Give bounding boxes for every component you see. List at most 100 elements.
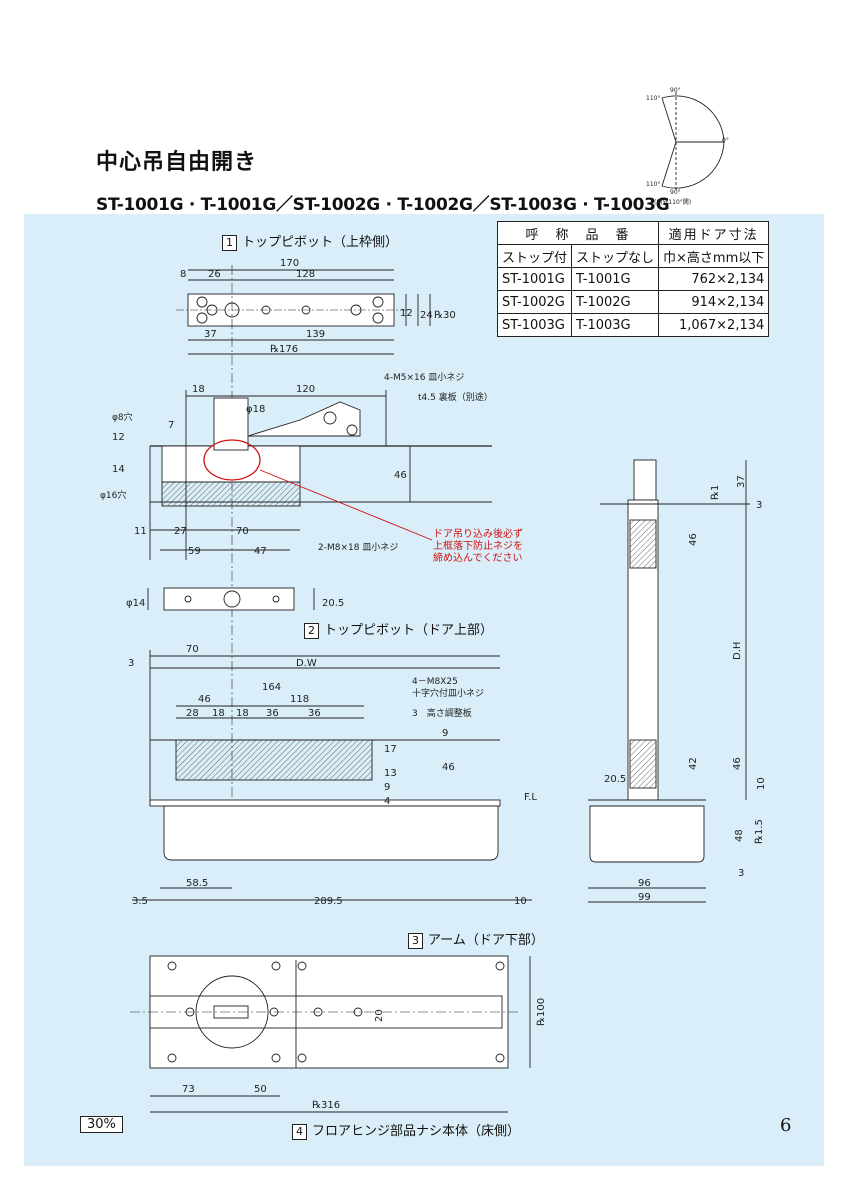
dim: ℞1.5	[754, 819, 765, 844]
dim: 18	[236, 708, 249, 719]
dim: ℞100	[536, 998, 547, 1026]
page-title: 中心吊自由開き	[96, 150, 258, 175]
dim: 18	[212, 708, 225, 719]
callout: F.L	[524, 792, 537, 803]
table-row: ST-1002G T-1002G 914×2,134	[496, 290, 770, 314]
angle-label: 0°	[722, 137, 729, 144]
dim: 139	[306, 329, 325, 340]
dim: 37	[736, 475, 747, 488]
spec-table: 呼 称 品 番 適用ドア寸法 ストップ付 ストップなし 巾×高さmm以下 ST-…	[496, 221, 770, 337]
dim: ℞316	[312, 1100, 340, 1111]
cell-size: 1,067×2,134	[658, 313, 770, 337]
dim: 20	[374, 1009, 385, 1022]
cell-nostop: T-1002G	[571, 290, 660, 314]
caption-number: 4	[292, 1124, 307, 1140]
warning-line: ドア吊り込み後必ず	[433, 529, 523, 540]
floor-hinge-plan	[130, 955, 531, 1113]
model-list: ST-1001G · T-1001G／ST-1002G · T-1002G／ST…	[96, 195, 670, 215]
swing-diagram: 110° 90° 0° 110° 90° (内外110°開)	[646, 87, 729, 206]
dim: 12	[112, 432, 125, 443]
dim: 11	[134, 526, 147, 537]
caption-text: フロアヒンジ部品ナシ本体（床側）	[312, 1124, 521, 1139]
dim: 10	[756, 777, 767, 790]
dim: D.W	[296, 658, 317, 669]
dim: 73	[182, 1084, 195, 1095]
dim: 8	[180, 269, 186, 280]
side-elevation	[588, 459, 750, 903]
dim: 47	[254, 546, 267, 557]
dim: 46	[732, 757, 743, 770]
dim: 70	[186, 644, 199, 655]
col-nostop: ストップなし	[571, 244, 660, 268]
callout: 2-M8×18 皿小ネジ	[318, 542, 398, 553]
angle-label: 110°	[646, 95, 660, 102]
dim: 24	[420, 310, 433, 321]
swing-note: (内外110°開)	[654, 198, 691, 206]
floor-hinge-elevation	[132, 650, 532, 901]
callout: φ16穴	[100, 489, 126, 501]
header-size: 適用ドア寸法	[658, 221, 770, 245]
dim: 289.5	[314, 896, 343, 907]
dim: 28	[186, 708, 199, 719]
caption-floor-hinge: 4 フロアヒンジ部品ナシ本体（床側）	[292, 1120, 520, 1140]
dim: 46	[394, 470, 407, 481]
col-size: 巾×高さmm以下	[658, 244, 770, 268]
dim: 14	[112, 464, 125, 475]
dim: 118	[290, 694, 309, 705]
dim: D.H	[732, 642, 743, 660]
cell-size: 762×2,134	[658, 267, 770, 291]
dim: 48	[734, 829, 745, 842]
dim: 46	[442, 762, 455, 773]
header-group: 呼 称 品 番	[496, 221, 660, 245]
callout: 十字穴付皿小ネジ	[412, 687, 484, 699]
dim: 27	[174, 526, 187, 537]
caption-number: 3	[408, 933, 423, 949]
warning-line: 上框落下防止ネジを	[433, 541, 523, 552]
door-top-pivot	[147, 587, 315, 611]
callout: 4－M8X25	[412, 677, 458, 687]
callout: t4.5 裏板（別途）	[418, 391, 493, 403]
dim: 10	[514, 896, 527, 907]
caption-top-pivot-frame: 1 トップピボット（上枠側）	[222, 231, 398, 251]
dim: 50	[254, 1084, 267, 1095]
dim: 13	[384, 768, 397, 779]
dim: 70	[236, 526, 249, 537]
dim: 36	[308, 708, 321, 719]
dim: 46	[198, 694, 211, 705]
dim: 18	[192, 384, 205, 395]
top-pivot-plan	[176, 265, 431, 820]
warning-line: 締め込んでください	[433, 553, 523, 564]
cell-stop: ST-1003G	[496, 313, 573, 337]
cell-stop: ST-1001G	[496, 267, 573, 291]
dim: 37	[204, 329, 217, 340]
table-row: ST-1003G T-1003G 1,067×2,134	[496, 313, 770, 337]
dim: 3.5	[132, 896, 148, 907]
cell-size: 914×2,134	[658, 290, 770, 314]
dim: φ18	[246, 404, 265, 415]
dim: 3	[756, 500, 762, 511]
caption-text: トップピボット（ドア上部）	[324, 623, 494, 638]
page-number: 6	[780, 1115, 792, 1136]
dim: 128	[296, 269, 315, 280]
dim: 26	[208, 269, 221, 280]
dim: 20.5	[604, 774, 626, 785]
dim: 58.5	[186, 878, 208, 889]
callout: 3 高さ調整板	[412, 707, 472, 719]
dim: 20.5	[322, 598, 344, 609]
scale-label: 30%	[80, 1116, 123, 1133]
callout: φ8穴	[112, 411, 133, 423]
caption-number: 1	[222, 235, 237, 251]
angle-label: 90°	[670, 87, 681, 94]
dim: 120	[296, 384, 315, 395]
dim: 12	[400, 308, 413, 319]
angle-label: 90°	[670, 189, 681, 196]
angle-label: 110°	[646, 181, 660, 188]
cell-stop: ST-1002G	[496, 290, 573, 314]
dim: 7	[168, 420, 174, 431]
caption-text: トップピボット（上枠側）	[242, 235, 399, 250]
dim: 46	[688, 533, 699, 546]
dim: ℞176	[270, 344, 298, 355]
